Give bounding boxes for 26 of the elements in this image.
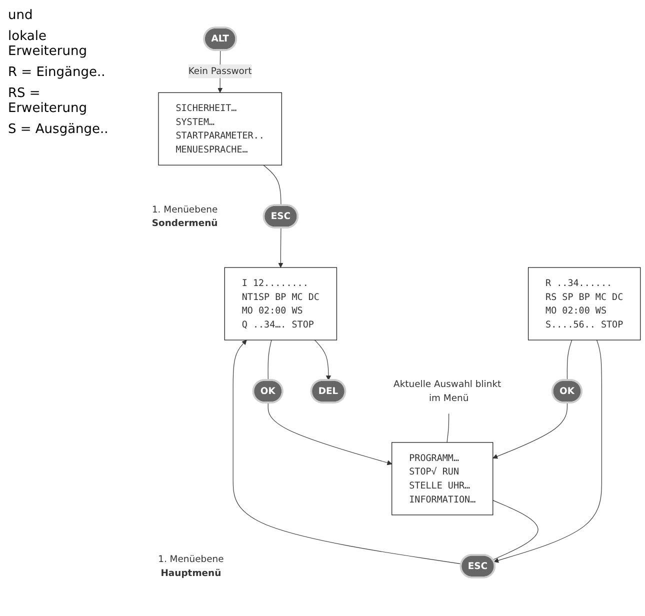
node-box: SICHERHEIT… SYSTEM… STARTPARAMETER.. MENUESPRACHE… — [158, 92, 282, 166]
arrow — [268, 402, 392, 466]
node-box: R ..34...... RS SP BP MC DC MO 02:00 WS S....56.. STOP — [528, 267, 641, 340]
note-text: S = Ausgänge.. — [8, 122, 110, 137]
note-text: R = Eingänge.. — [8, 65, 106, 80]
arrow — [492, 402, 568, 459]
node-box: PROGRAMM… STOP√ RUN STELLE UHR… INFORMATION… — [392, 442, 494, 516]
node-label: 1. Menüebene — [152, 204, 218, 215]
note-text: lokale Erweiterung — [8, 29, 88, 59]
connector — [446, 413, 450, 443]
connector — [263, 164, 282, 206]
node-label: Hauptmenü — [160, 567, 222, 578]
connector — [268, 340, 272, 380]
arrow — [494, 340, 602, 563]
node-label: Sondermenü — [152, 217, 218, 228]
arrow — [232, 340, 462, 564]
node-text: Aktuelle Auswahl blinkt im Menü — [394, 378, 502, 404]
connector — [566, 340, 572, 380]
edge-label: Kein Passwort — [188, 65, 252, 76]
node-box: I 12........ NT1SP BP MC DC MO 02:00 WS Q ..34…. STOP — [224, 267, 338, 340]
arrow — [314, 340, 331, 380]
arrow — [278, 227, 284, 268]
node-label: 1. Menüebene — [158, 553, 224, 564]
connector — [492, 500, 538, 560]
note-text: und — [8, 8, 34, 23]
note-text: RS = Erweiterung — [8, 86, 88, 116]
